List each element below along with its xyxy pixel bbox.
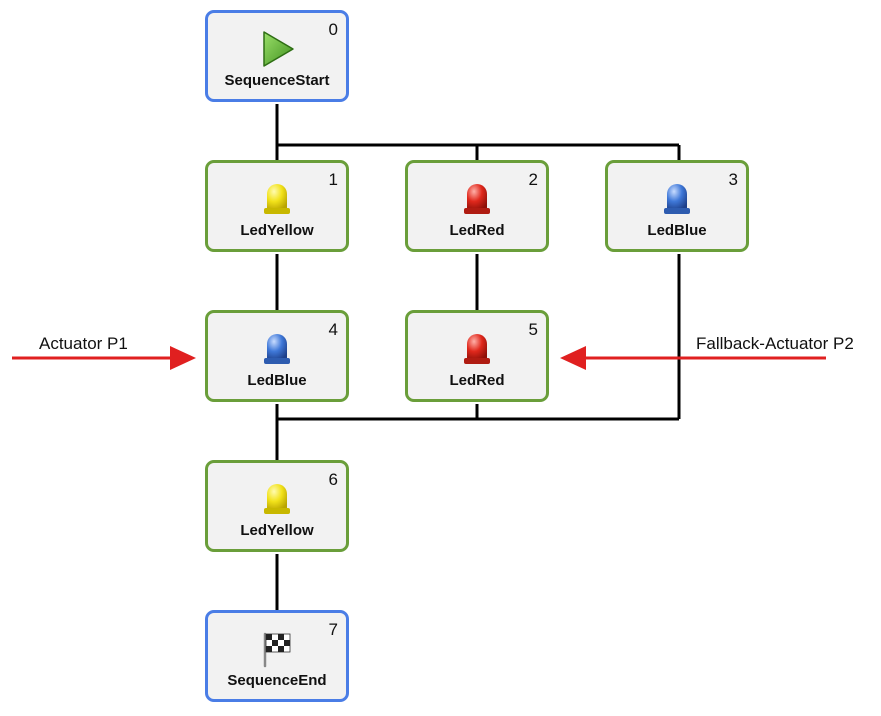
node-number: 6 xyxy=(328,470,338,489)
led-red-icon xyxy=(464,184,490,214)
led-blue-icon xyxy=(264,334,290,364)
node-sequence-end[interactable]: 7 SequenceEnd xyxy=(205,610,349,702)
node-led-yellow-6[interactable]: 6 LedYellow xyxy=(205,460,349,552)
node-label: LedYellow xyxy=(240,522,314,539)
node-label: SequenceEnd xyxy=(227,672,327,689)
actuator-p1-arrow-head xyxy=(170,346,196,370)
node-label: LedRed xyxy=(449,222,505,239)
annotation-arrows xyxy=(12,346,826,370)
checkered-flag-icon xyxy=(263,632,291,668)
node-number: 5 xyxy=(528,320,538,339)
actuator-p1-label: Actuator P1 xyxy=(39,334,128,353)
led-yellow-icon xyxy=(264,184,290,214)
node-label: LedBlue xyxy=(247,372,307,389)
node-led-blue-4[interactable]: 4 LedBlue xyxy=(205,310,349,402)
node-number: 1 xyxy=(328,170,338,189)
node-number: 2 xyxy=(528,170,538,189)
node-number: 3 xyxy=(728,170,738,189)
node-number: 0 xyxy=(328,20,338,39)
led-yellow-icon xyxy=(264,484,290,514)
led-blue-icon xyxy=(664,184,690,214)
node-number: 4 xyxy=(328,320,338,339)
node-label: SequenceStart xyxy=(224,72,330,89)
node-label: LedYellow xyxy=(240,222,314,239)
node-label: LedRed xyxy=(449,372,505,389)
node-label: LedBlue xyxy=(647,222,707,239)
fallback-actuator-p2-label: Fallback-Actuator P2 xyxy=(696,334,854,353)
play-icon xyxy=(263,31,294,67)
fallback-actuator-p2-arrow-head xyxy=(560,346,586,370)
node-led-red-2[interactable]: 2 LedRed xyxy=(405,160,549,252)
node-number: 7 xyxy=(328,620,338,639)
connectors xyxy=(275,104,681,610)
node-led-red-5[interactable]: 5 LedRed xyxy=(405,310,549,402)
node-sequence-start[interactable]: 0 SequenceStart xyxy=(205,10,349,102)
node-led-blue-3[interactable]: 3 LedBlue xyxy=(605,160,749,252)
node-led-yellow-1[interactable]: 1 LedYellow xyxy=(205,160,349,252)
led-red-icon xyxy=(464,334,490,364)
